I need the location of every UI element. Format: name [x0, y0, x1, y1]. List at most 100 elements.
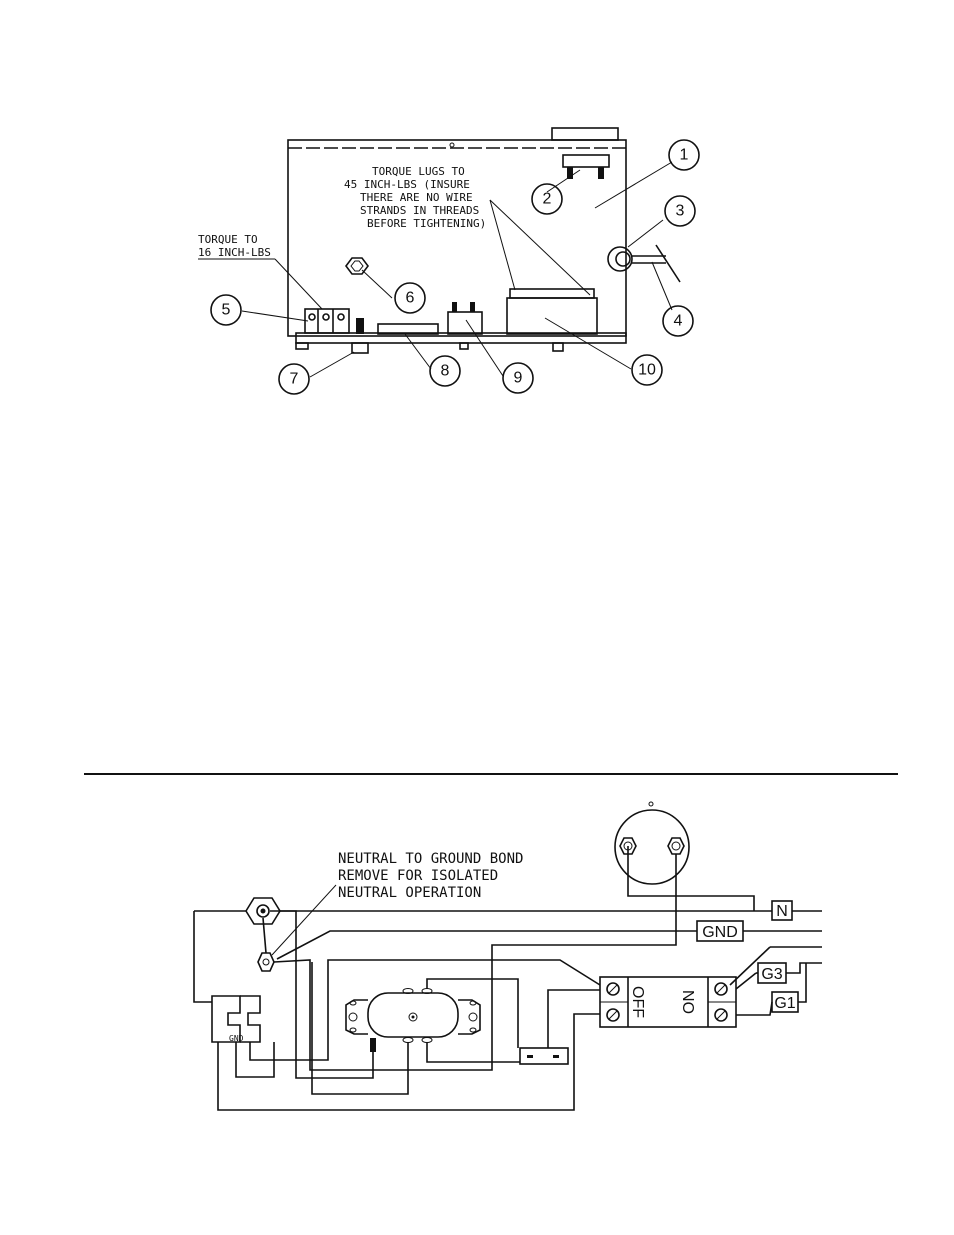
wiring-schematic: NEUTRAL TO GROUND BOND REMOVE FOR ISOLAT…: [193, 801, 822, 1111]
svg-text:4: 4: [674, 313, 683, 330]
control-box-diagram: TORQUE LUGS TO 45 INCH-LBS (INSURE THERE…: [198, 127, 700, 395]
ear-tab-left-bottom: [349, 1027, 357, 1033]
ground-stud-screw: [262, 958, 270, 966]
receptacle-terminal-right: [667, 837, 685, 855]
capacitor: [377, 323, 439, 335]
power-module: [506, 297, 598, 335]
wire-receptacle-to-cap: [426, 1042, 520, 1063]
svg-text:G3: G3: [761, 966, 782, 983]
leader-1: [594, 161, 673, 209]
switch-on-label: ON: [681, 990, 698, 1014]
ear-hole-right: [468, 1012, 478, 1022]
duplex-receptacle: [367, 992, 459, 1038]
svg-text:10: 10: [638, 362, 656, 379]
torque-note-line-2: 16 INCH-LBS: [198, 246, 271, 259]
bond-note-line-1: NEUTRAL TO GROUND BOND: [338, 851, 523, 867]
breaker-gnd-label: GND: [229, 1034, 244, 1043]
lid-screw: [449, 142, 455, 148]
wire-g1-out: [798, 963, 807, 1003]
terminal-screw-2: [322, 313, 330, 321]
leader-10: [544, 317, 632, 370]
power-module-top: [509, 288, 595, 299]
lug-stud-right: [598, 167, 604, 179]
lug-note-line-2: 45 INCH-LBS (INSURE: [344, 178, 470, 191]
hex-nut-inner: [350, 260, 364, 272]
breaker-block-left: [211, 995, 241, 1043]
wire-ground-to-receptacle: [311, 962, 409, 1095]
wire-breaker-loop: [235, 1042, 275, 1078]
wire-receptacle-left: [627, 846, 755, 911]
torque-note-line-1: TORQUE TO: [198, 233, 258, 246]
lug-note-line-3: THERE ARE NO WIRE: [360, 191, 473, 204]
ear-tab-right-top: [469, 1000, 477, 1006]
hex-nut: [345, 257, 369, 275]
svg-text:2: 2: [543, 191, 552, 208]
capacitor-term-1: [527, 1055, 533, 1058]
ground-stud-nut: [257, 952, 275, 972]
terminal-block: [304, 308, 350, 334]
bond-note-line-3: NEUTRAL OPERATION: [338, 885, 481, 901]
wire-g3-out: [786, 962, 822, 974]
twist-lock-receptacle: [614, 809, 690, 885]
ear-tab-left-top: [349, 1000, 357, 1006]
switch-screw-bl: [606, 1008, 620, 1022]
grommet-outer: [607, 246, 633, 272]
svg-text:G1: G1: [774, 995, 795, 1012]
relay-foot: [459, 342, 469, 350]
terminal-tag-n: N: [771, 900, 793, 921]
leader-5: [241, 310, 309, 322]
relay-pin-1: [452, 302, 457, 312]
callout-5: 5: [210, 294, 242, 326]
breaker-block-right: [240, 995, 261, 1043]
bond-hex-nut-screw: [256, 904, 270, 918]
cable-cut-mark: [655, 244, 681, 283]
switch-screw-tl: [606, 982, 620, 996]
svg-text:6: 6: [406, 290, 415, 307]
receptacle-terminal-right-screw: [671, 841, 681, 851]
callout-10: 10: [631, 354, 663, 386]
bond-strap: [262, 917, 267, 954]
svg-text:N: N: [776, 903, 788, 920]
small-capacitor: [519, 1047, 569, 1065]
grommet-inner: [615, 251, 631, 267]
svg-text:8: 8: [441, 363, 450, 380]
receptacle-center-dot: [411, 1015, 415, 1019]
switch-off-label: OFF: [629, 986, 646, 1018]
receptacle-term-bottom-2: [421, 1037, 433, 1043]
receptacle-term-top-1: [402, 988, 414, 994]
terminal-screw-1: [308, 313, 316, 321]
receptacle-ground-lug: [370, 1038, 376, 1052]
wire-cap-to-switch: [547, 989, 600, 1048]
callout-6: 6: [394, 282, 426, 314]
relay: [447, 311, 483, 335]
bond-hex-nut-center: [260, 908, 266, 914]
svg-text:5: 5: [222, 302, 231, 319]
wire-switch-to-g3: [735, 972, 757, 990]
wire-switch-to-g1: [736, 1001, 773, 1016]
lug-note-line-1: TORQUE LUGS TO: [372, 165, 465, 178]
top-bracket: [551, 127, 619, 141]
wire-neutral-to-receptacle: [280, 910, 374, 1079]
receptacle-ear-left: [345, 999, 368, 1035]
bond-note-line-2: REMOVE FOR ISOLATED: [338, 868, 498, 884]
ground-stud-nut: [351, 342, 369, 354]
leader-3: [627, 219, 664, 248]
leader-6: [361, 269, 393, 299]
bond-note-leader: [271, 884, 337, 956]
lug-note-line-5: BEFORE TIGHTENING): [367, 217, 486, 230]
wire-receptacle-right: [273, 854, 677, 1071]
wire-left-loop: [193, 911, 212, 1003]
svg-text:7: 7: [290, 371, 299, 388]
leader-8: [404, 333, 432, 370]
ear-hole-left: [348, 1012, 358, 1022]
terminal-tag-g3: G3: [757, 962, 787, 984]
receptacle-center-screw: [408, 1012, 418, 1022]
callout-7: 7: [278, 363, 310, 395]
svg-text:9: 9: [514, 370, 523, 387]
switch-screw-br: [714, 1008, 728, 1022]
wire-switch-to-g2: [729, 946, 771, 986]
leader-lugs-2: [489, 199, 516, 291]
svg-text:3: 3: [676, 203, 685, 220]
ear-tab-right-bottom: [469, 1027, 477, 1033]
